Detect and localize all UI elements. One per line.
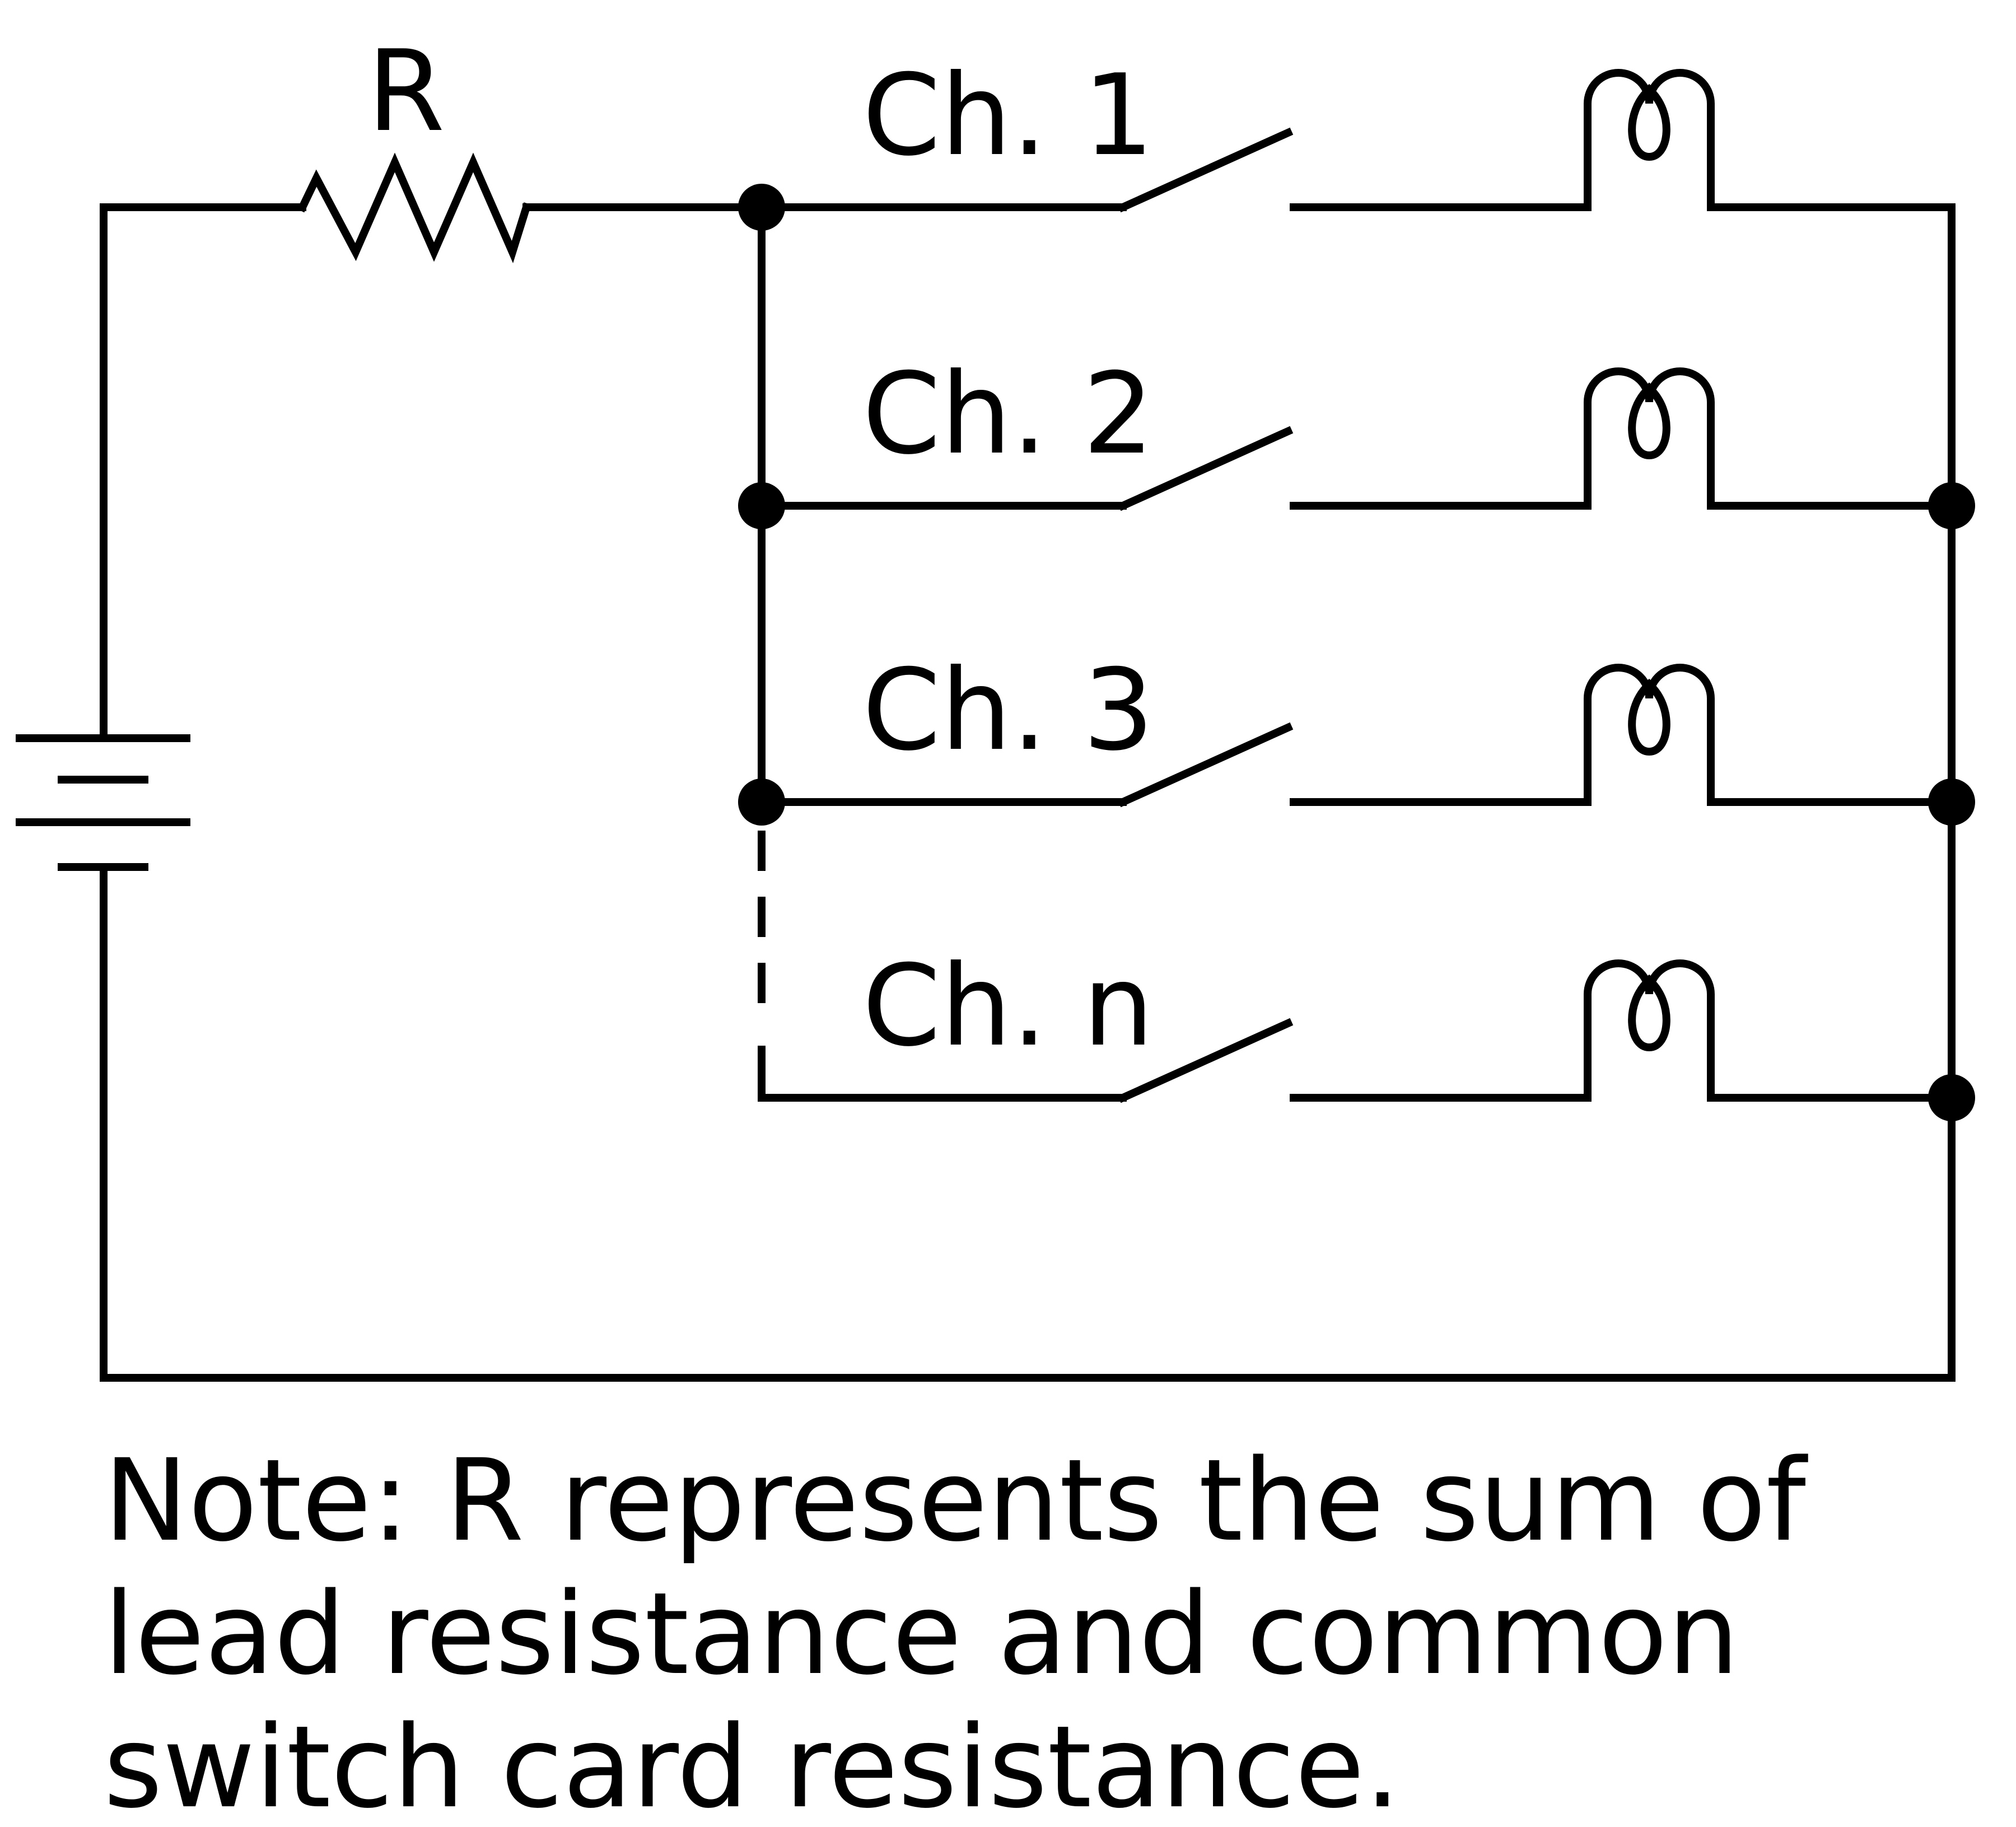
lamp-icon: [1584, 959, 1715, 1102]
switch-icon: [1117, 127, 1294, 213]
channel-row: Ch. n: [758, 941, 1956, 1103]
switch-icon: [1117, 722, 1294, 808]
channel-rows: Ch. 1 Ch. 2 Ch. 3 Ch. n: [758, 50, 1956, 1103]
junction-dot: [738, 482, 785, 529]
channel-row: Ch. 1: [758, 50, 1956, 213]
channel-label: Ch. n: [862, 941, 1154, 1071]
switch-icon: [1117, 426, 1294, 511]
junction-dot: [1928, 779, 1975, 826]
junction-dot: [738, 779, 785, 826]
resistor-label: R: [367, 26, 445, 157]
lamp-icon: [1584, 69, 1715, 211]
resistor-icon: [297, 152, 531, 263]
junction-dot: [1928, 1074, 1975, 1121]
battery-icon: [16, 734, 190, 871]
channel-row: Ch. 2: [758, 349, 1956, 511]
channel-label: Ch. 3: [862, 645, 1154, 776]
lamp-icon: [1584, 367, 1715, 510]
junction-dots: [738, 184, 1975, 1121]
channel-row: Ch. 3: [758, 645, 1956, 808]
junction-dot: [1928, 482, 1975, 529]
junction-dot: [738, 184, 785, 231]
switch-icon: [1117, 1018, 1294, 1103]
left-top-wire: [100, 203, 306, 742]
channel-label: Ch. 2: [862, 349, 1154, 479]
channel-label: Ch. 1: [862, 50, 1154, 181]
diagram-note: Note: R represents the sum of lead resis…: [104, 1434, 1806, 1827]
lamp-icon: [1584, 664, 1715, 806]
